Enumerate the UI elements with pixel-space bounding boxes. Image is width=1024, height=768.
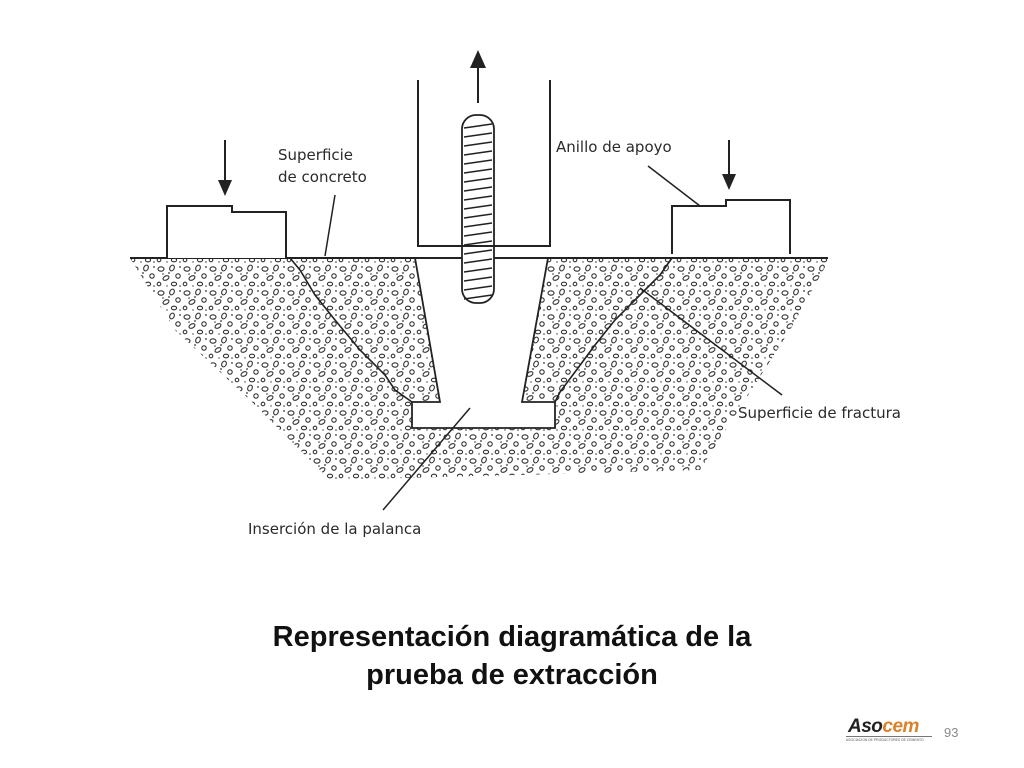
support-ring-right bbox=[671, 199, 791, 254]
rod-thread bbox=[463, 213, 493, 219]
label-support-ring: Anillo de apoyo bbox=[556, 138, 672, 156]
reaction-arrow-right bbox=[722, 140, 736, 190]
rod-thread bbox=[463, 123, 493, 129]
rod-thread bbox=[463, 159, 493, 165]
rod-thread bbox=[463, 267, 493, 273]
rod-thread bbox=[463, 186, 493, 192]
leader-lines bbox=[324, 165, 783, 511]
pullout-insert bbox=[411, 257, 556, 429]
rod-thread bbox=[463, 150, 493, 156]
pull-arrow bbox=[470, 50, 486, 103]
caption-line-1: Representación diagramática de la bbox=[272, 621, 752, 653]
rod-thread bbox=[463, 195, 493, 201]
label-concrete-surface-line1: Superficie bbox=[278, 146, 353, 164]
page-number: 93 bbox=[944, 725, 959, 740]
label-lever-insertion: Inserción de la palanca bbox=[248, 520, 421, 538]
logo-text-accent: cem bbox=[882, 716, 919, 737]
rod-thread bbox=[463, 132, 493, 138]
pullout-test-diagram: Superficie de concreto Anillo de apoyo S… bbox=[130, 50, 901, 538]
logo-wordmark: Asocem bbox=[848, 716, 919, 738]
reaction-arrow-left bbox=[218, 140, 232, 196]
logo-underline bbox=[846, 736, 932, 737]
caption-line-2: prueba de extracción bbox=[366, 659, 658, 691]
rod-thread bbox=[463, 285, 493, 291]
loading-frame bbox=[417, 80, 551, 247]
rod-thread bbox=[463, 258, 493, 264]
label-concrete-surface: Superficie de concreto bbox=[278, 146, 367, 186]
slide-caption: Representación diagramática de la prueba… bbox=[0, 618, 1024, 694]
label-fracture-surface: Superficie de fractura bbox=[738, 404, 901, 422]
rod-thread bbox=[463, 249, 493, 255]
rod-thread bbox=[463, 204, 493, 210]
concrete-body bbox=[130, 258, 830, 480]
rod-thread bbox=[463, 240, 493, 246]
rod-thread bbox=[463, 177, 493, 183]
support-ring-left bbox=[166, 205, 287, 258]
rod-thread bbox=[463, 276, 493, 282]
rod-thread bbox=[463, 141, 493, 147]
logo-subtitle: ASOCIACION DE PRODUCTORES DE CEMENTO bbox=[846, 738, 924, 742]
rod-thread bbox=[463, 294, 493, 300]
rod-thread bbox=[463, 168, 493, 174]
rod-thread bbox=[463, 231, 493, 237]
threaded-rod bbox=[461, 114, 495, 304]
fracture-cone bbox=[289, 257, 673, 403]
rod-thread bbox=[463, 222, 493, 228]
label-concrete-surface-line2: de concreto bbox=[278, 168, 367, 186]
asocem-logo: Asocem ASOCIACION DE PRODUCTORES DE CEME… bbox=[840, 714, 936, 748]
logo-text-main: Aso bbox=[848, 716, 883, 737]
